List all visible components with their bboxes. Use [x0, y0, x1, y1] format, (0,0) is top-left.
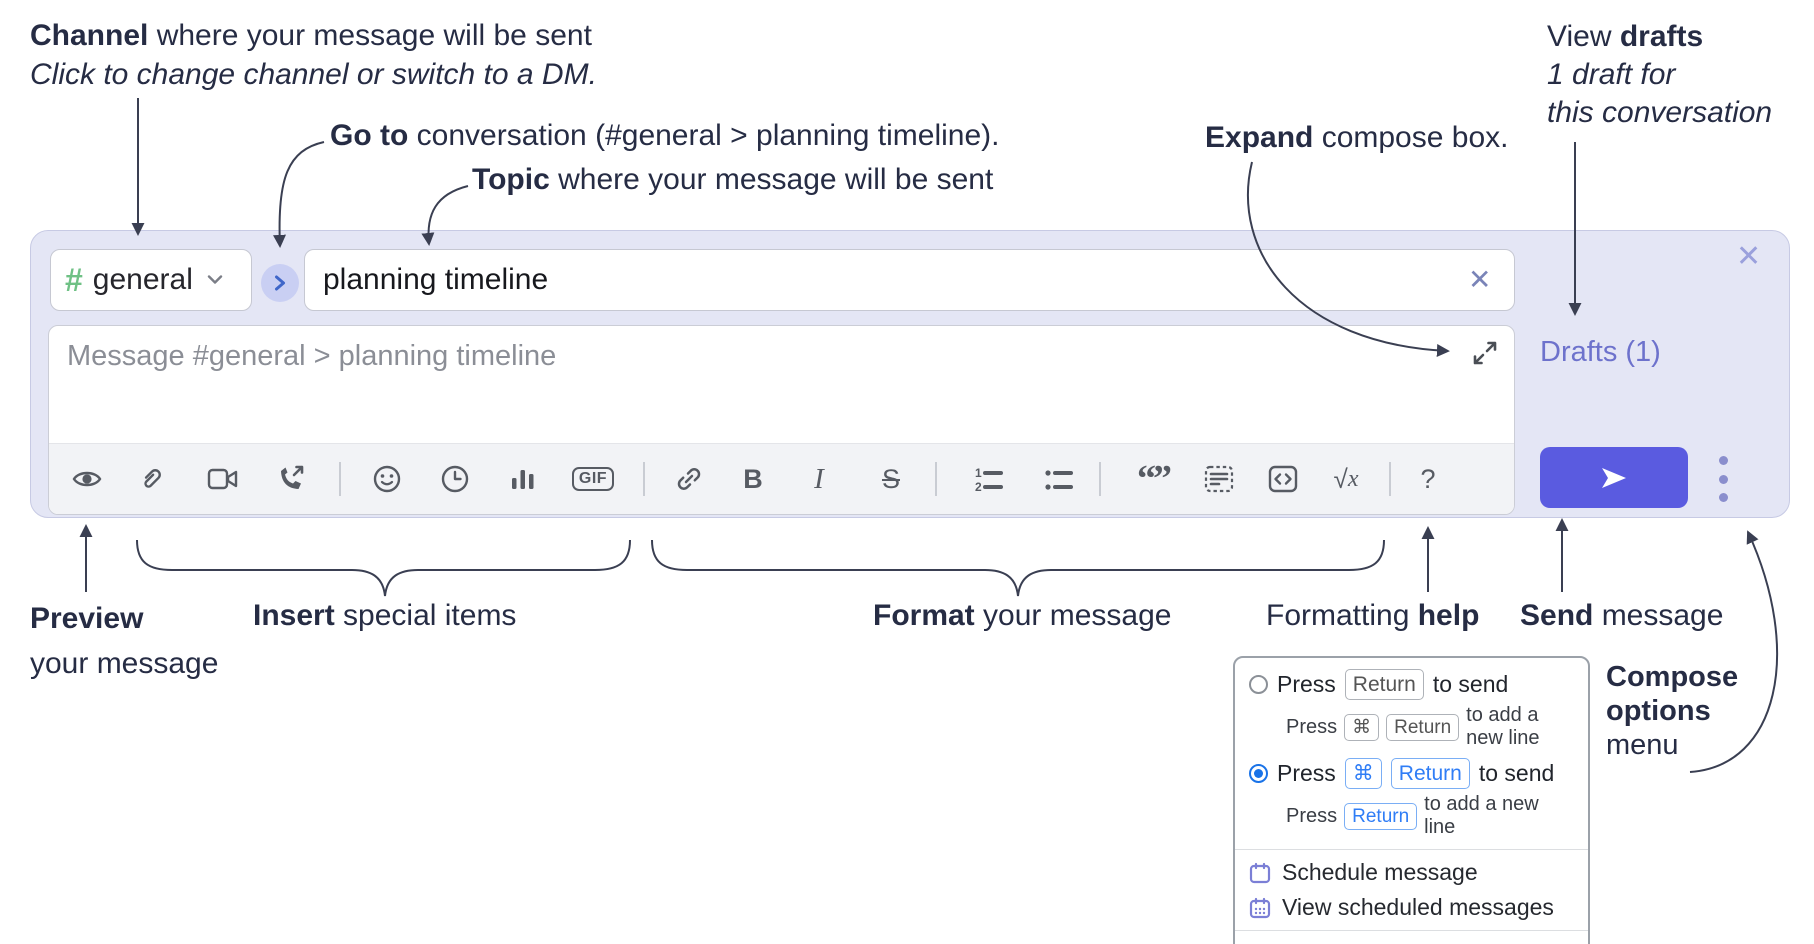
- bold-icon[interactable]: B: [743, 463, 763, 494]
- chevron-right-icon: [275, 275, 285, 291]
- video-call-icon[interactable]: [201, 457, 245, 501]
- message-box: Message #general > planning timeline: [48, 325, 1515, 515]
- toolbar-divider: [1389, 462, 1391, 496]
- close-compose-icon[interactable]: ✕: [1736, 240, 1762, 273]
- annotation-view-drafts: View drafts 1 draft for this conversatio…: [1547, 20, 1773, 129]
- numbered-list-icon[interactable]: 1 2: [967, 457, 1011, 501]
- toolbar-divider: [935, 462, 937, 496]
- key-return: Return: [1344, 669, 1424, 700]
- dot: [1718, 493, 1728, 502]
- attach-file-icon[interactable]: [129, 457, 173, 501]
- annotation-send: Send message: [1520, 599, 1724, 632]
- code-icon[interactable]: [1261, 457, 1305, 501]
- svg-text:1: 1: [975, 466, 982, 480]
- dot: [1718, 474, 1728, 484]
- message-input[interactable]: Message #general > planning timeline: [67, 340, 557, 372]
- radio-selected[interactable]: [1249, 764, 1268, 783]
- annotation-channel: Channel where your message will be sent …: [30, 19, 597, 91]
- dot: [1718, 456, 1728, 465]
- svg-text:2: 2: [975, 480, 982, 492]
- go-to-conversation-button[interactable]: [261, 264, 299, 302]
- compose-options-menu-button[interactable]: [1711, 456, 1735, 502]
- brace-format: [651, 539, 1385, 597]
- annotation-expand: Expand compose box.: [1205, 121, 1509, 154]
- toolbar-divider: [643, 462, 645, 496]
- annotation-preview: Preview your message: [30, 602, 219, 680]
- time-icon[interactable]: [433, 457, 477, 501]
- annotation-insert: Insert special items: [253, 599, 517, 632]
- key-return: Return: [1344, 802, 1418, 830]
- send-option-return[interactable]: Press Return to send: [1235, 666, 1588, 703]
- strikethrough-icon[interactable]: S: [881, 463, 900, 494]
- menu-item-save-draft[interactable]: Save draft and start a new message: [1235, 936, 1588, 944]
- chevron-down-icon: [207, 275, 223, 284]
- channel-name: general: [92, 263, 193, 296]
- drafts-link[interactable]: Drafts (1): [1540, 336, 1661, 368]
- spoiler-icon[interactable]: [1197, 457, 1241, 501]
- annotation-compose-options: Compose options menu: [1606, 661, 1739, 761]
- preview-eye-icon[interactable]: [65, 457, 109, 501]
- compose-toolbar: GIF B I S 1 2: [49, 443, 1514, 514]
- annotation-topic: Topic where your message will be sent: [472, 163, 994, 196]
- calendar-dates-icon: [1249, 897, 1271, 918]
- menu-divider: [1235, 930, 1588, 931]
- link-icon[interactable]: [667, 457, 711, 501]
- annotation-format: Format your message: [873, 599, 1172, 632]
- quote-icon[interactable]: “”: [1137, 458, 1172, 500]
- calendar-icon: [1249, 862, 1271, 883]
- radio-unselected[interactable]: [1249, 675, 1268, 694]
- topic-input[interactable]: [304, 249, 1515, 311]
- send-option-cmd-return-hint: Press Return to add a new line: [1286, 793, 1539, 838]
- key-return: Return: [1390, 758, 1470, 789]
- channel-selector-button[interactable]: # general: [50, 249, 252, 311]
- compose-options-popup: Press Return to send Press ⌘ Return to a…: [1233, 656, 1590, 944]
- formatting-help-icon[interactable]: ?: [1420, 463, 1436, 494]
- emoji-icon[interactable]: [365, 457, 409, 501]
- key-cmd: ⌘: [1344, 758, 1382, 789]
- brace-insert: [136, 539, 631, 597]
- poll-icon[interactable]: [501, 457, 545, 501]
- expand-compose-icon[interactable]: [1472, 340, 1498, 366]
- send-button[interactable]: [1540, 447, 1688, 508]
- menu-item-schedule-message[interactable]: Schedule message: [1235, 855, 1588, 890]
- channel-hash-icon: #: [65, 261, 83, 298]
- math-icon[interactable]: √x: [1333, 463, 1359, 494]
- menu-item-view-scheduled[interactable]: View scheduled messages: [1235, 890, 1588, 925]
- annotation-goto: Go to conversation (#general > planning …: [330, 119, 1000, 152]
- annotation-formatting-help: Formatting help: [1266, 599, 1480, 632]
- send-icon: [1602, 467, 1626, 488]
- bulleted-list-icon[interactable]: [1037, 457, 1081, 501]
- gif-icon[interactable]: GIF: [567, 457, 619, 501]
- italic-icon[interactable]: I: [814, 462, 824, 495]
- send-option-cmd-return[interactable]: Press ⌘ Return to send: [1235, 755, 1588, 792]
- voice-call-icon[interactable]: [269, 457, 313, 501]
- send-option-return-hint: Press ⌘ Return to add a new line: [1286, 704, 1540, 749]
- toolbar-divider: [1099, 462, 1101, 496]
- key-return: Return: [1386, 713, 1460, 741]
- key-cmd: ⌘: [1344, 713, 1380, 741]
- topic-clear-icon[interactable]: ✕: [1468, 264, 1492, 295]
- toolbar-divider: [339, 462, 341, 496]
- menu-divider: [1235, 849, 1588, 850]
